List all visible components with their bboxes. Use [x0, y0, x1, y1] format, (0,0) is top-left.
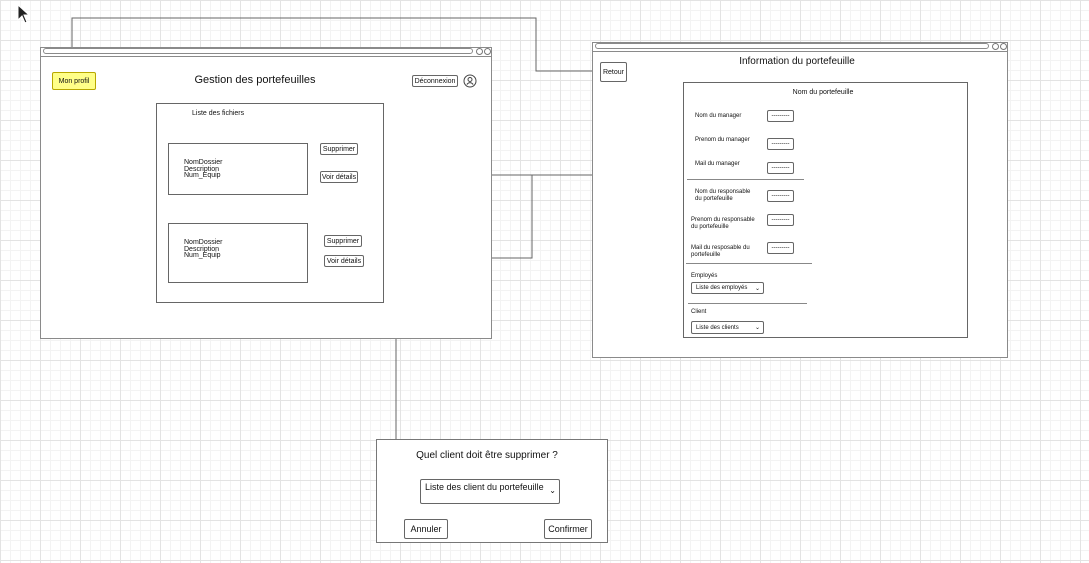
back-button[interactable]: Retour — [600, 62, 627, 82]
connector-back-to-profile — [71, 17, 599, 72]
manager-name-field[interactable]: --------- — [767, 110, 794, 122]
mouse-cursor-icon — [17, 3, 31, 24]
owner-firstname-label-line2: du portefeuille — [691, 224, 729, 230]
window-titlebar — [593, 43, 1007, 52]
divider — [686, 263, 812, 264]
delete-button[interactable]: Supprimer — [324, 235, 362, 247]
owner-firstname-label: Prenom du responsable — [691, 217, 755, 223]
dialog-question: Quel client doit être supprimer ? — [416, 450, 558, 461]
client-select[interactable]: Liste des clients ⌄ — [691, 321, 764, 334]
file-card[interactable]: NomDossier Description Num_Equip — [168, 223, 308, 283]
file-team-number: Num_Equip — [184, 172, 221, 179]
divider — [688, 303, 807, 304]
client-select[interactable]: Liste des client du portefeuille ⌄ — [420, 479, 560, 504]
delete-button[interactable]: Supprimer — [320, 143, 358, 155]
chevron-down-icon: ⌄ — [754, 285, 760, 292]
manager-firstname-label: Prenom du manager — [695, 137, 750, 143]
manager-email-field[interactable]: --------- — [767, 162, 794, 174]
window-minimize-icon[interactable] — [476, 48, 483, 55]
file-description: Description — [184, 246, 220, 253]
client-select-value: Liste des client du portefeuille — [425, 482, 544, 492]
file-description: Description — [184, 166, 220, 173]
chevron-down-icon: ⌄ — [549, 486, 556, 495]
manager-name-label: Nom du manager — [695, 113, 742, 119]
window-close-icon[interactable] — [484, 48, 491, 55]
divider — [687, 179, 804, 180]
chevron-down-icon: ⌄ — [754, 325, 760, 331]
address-bar — [43, 48, 473, 54]
manager-firstname-field[interactable]: --------- — [767, 138, 794, 150]
profile-button[interactable]: Mon profil — [52, 72, 96, 90]
owner-email-label-line2: portefeuille — [691, 252, 721, 258]
user-icon[interactable] — [463, 74, 477, 88]
file-folder-name: NomDossier — [184, 159, 223, 166]
portfolio-name: Nom du portefeuille — [792, 89, 854, 96]
window-close-icon[interactable] — [1000, 43, 1007, 50]
employees-select[interactable]: Liste des employés ⌄ — [691, 282, 764, 294]
employees-label: Employés — [691, 273, 718, 279]
details-title: Information du portefeuille — [739, 56, 855, 67]
file-list-title: Liste des fichiers — [192, 110, 245, 117]
view-details-button[interactable]: Voir détails — [324, 255, 364, 267]
manager-email-label: Mail du manager — [695, 161, 740, 167]
logout-button[interactable]: Déconnexion — [412, 75, 458, 87]
confirm-button[interactable]: Confirmer — [544, 519, 592, 539]
cancel-button[interactable]: Annuler — [404, 519, 448, 539]
file-card[interactable]: NomDossier Description Num_Equip — [168, 143, 308, 195]
owner-firstname-field[interactable]: --------- — [767, 214, 794, 226]
owner-name-label: Nom du responsable — [695, 189, 751, 195]
client-label: Client — [691, 309, 707, 315]
owner-name-label-line2: du portefeuille — [695, 196, 733, 202]
portfolio-info-panel — [683, 82, 968, 338]
address-bar — [595, 43, 989, 49]
owner-name-field[interactable]: --------- — [767, 190, 794, 202]
owner-email-field[interactable]: --------- — [767, 242, 794, 254]
owner-email-label: Mail du resposable du — [691, 245, 750, 251]
page-title: Gestion des portefeuilles — [194, 74, 316, 86]
view-details-button[interactable]: Voir détails — [320, 171, 358, 183]
window-titlebar — [41, 48, 491, 57]
employees-select-value: Liste des employés — [696, 285, 748, 291]
file-team-number: Num_Equip — [184, 252, 221, 259]
file-folder-name: NomDossier — [184, 239, 223, 246]
window-minimize-icon[interactable] — [992, 43, 999, 50]
client-select-value: Liste des clients — [696, 324, 739, 331]
